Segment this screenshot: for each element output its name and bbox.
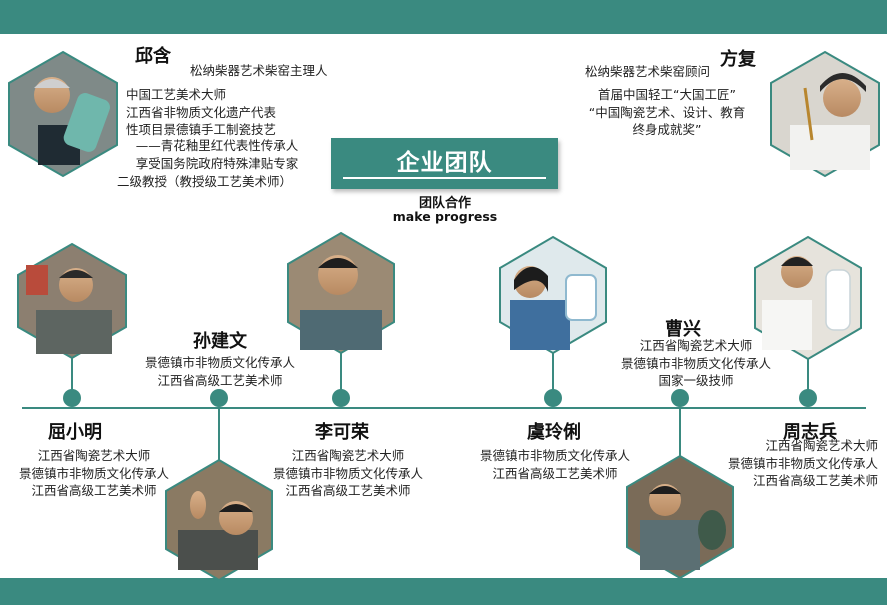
member-name-sunjianwen: 孙建文 <box>193 331 247 352</box>
member-desc-qiuhan-2: ——青花釉里红代表性传承人 享受国务院政府特殊津贴专家 <box>115 137 319 172</box>
member-line: 景德镇市非物质文化传承人 <box>144 355 295 370</box>
member-name-yulingli: 虞玲俐 <box>527 422 581 443</box>
portrait-quxiaoming <box>17 242 127 360</box>
member-name-qiuhan: 邱含 <box>135 46 171 67</box>
subtitle-en: make progress <box>392 209 498 224</box>
timeline-dot-caoxing <box>671 389 689 407</box>
member-name-caoxing: 曹兴 <box>665 319 701 340</box>
portrait-zhouzhibing <box>754 235 862 361</box>
member-desc-qiuhan: 中国工艺美术大师 江西省非物质文化遗产代表 性项目景德镇手工制瓷技艺 <box>126 86 276 139</box>
member-line: 江西省陶瓷艺术大师 <box>639 338 753 353</box>
portrait-qiuhan <box>8 50 118 178</box>
member-line: 景德镇市非物质文化传承人 <box>620 355 771 371</box>
page-title: 企业团队 <box>396 150 493 176</box>
member-line: ——青花釉里红代表性传承人 <box>135 138 299 153</box>
member-line: 景德镇市非物质文化传承人 <box>18 465 169 481</box>
member-name-likerong: 李可荣 <box>315 422 369 443</box>
member-line: “中国陶瓷艺术、设计、教育 <box>588 104 746 120</box>
member-desc-sunjianwen: 景德镇市非物质文化传承人 江西省高级工艺美术师 <box>130 354 310 389</box>
timeline-dot-likerong <box>332 389 350 407</box>
member-line: 江西省高级工艺美术师 <box>31 483 157 498</box>
title-panel: 企业团队 <box>331 138 558 189</box>
member-line: 江西省高级工艺美术师 <box>285 483 411 498</box>
portrait-yulingli <box>499 235 607 355</box>
member-line: 江西省高级工艺美术师 <box>492 465 618 481</box>
member-line: 景德镇市非物质文化传承人 <box>272 465 423 481</box>
timeline-dot-yulingli <box>544 389 562 407</box>
timeline-dot-sunjianwen <box>210 389 228 407</box>
member-line: 江西省陶瓷艺术大师 <box>291 448 405 463</box>
member-line: 二级教授（教授级工艺美术师） <box>117 174 293 189</box>
member-line: 景德镇市非物质文化传承人 <box>727 455 878 471</box>
member-line: 江西省非物质文化遗产代表 <box>126 104 277 120</box>
timeline-dot-zhouzhibing <box>799 389 817 407</box>
bottom-banner <box>0 578 887 605</box>
member-line: 国家一级技师 <box>658 373 734 388</box>
member-desc-caoxing: 江西省陶瓷艺术大师 景德镇市非物质文化传承人 国家一级技师 <box>605 337 787 390</box>
member-desc-yulingli: 景德镇市非物质文化传承人 江西省高级工艺美术师 <box>465 447 645 482</box>
title-underline <box>343 177 546 179</box>
timeline-dot-quxiaoming <box>63 389 81 407</box>
portrait-likerong <box>287 231 395 355</box>
member-line: 松纳柴器艺术柴窑顾问 <box>584 64 710 79</box>
member-name-fangfu: 方复 <box>720 49 756 70</box>
subtitle-cn: 团队合作 <box>418 196 471 211</box>
member-line: 江西省陶瓷艺术大师 <box>765 438 878 453</box>
member-line: 性项目景德镇手工制瓷技艺 <box>126 122 277 137</box>
portrait-sunjianwen <box>165 458 273 582</box>
member-line: 江西省高级工艺美术师 <box>752 473 878 488</box>
member-name-quxiaoming: 屈小明 <box>48 422 102 443</box>
member-line: 中国工艺美术大师 <box>126 87 227 102</box>
member-line: 享受国务院政府特殊津贴专家 <box>135 155 299 171</box>
member-name-zhouzhibing: 周志兵 <box>783 422 837 443</box>
member-desc-zhouzhibing: 江西省陶瓷艺术大师 景德镇市非物质文化传承人 江西省高级工艺美术师 <box>696 437 878 490</box>
member-line: 江西省陶瓷艺术大师 <box>37 448 151 463</box>
portrait-caoxing <box>626 454 734 580</box>
portrait-fangfu <box>770 50 880 178</box>
member-line: 景德镇市非物质文化传承人 <box>479 448 630 463</box>
member-line: 江西省高级工艺美术师 <box>157 372 283 388</box>
member-line: 终身成就奖” <box>632 122 702 137</box>
member-desc-likerong: 江西省陶瓷艺术大师 景德镇市非物质文化传承人 江西省高级工艺美术师 <box>258 447 438 500</box>
member-desc-fangfu: 首届中国轻工“大国工匠” “中国陶瓷艺术、设计、教育 终身成就奖” <box>574 86 760 139</box>
top-banner <box>0 0 887 34</box>
member-line: 首届中国轻工“大国工匠” <box>598 87 736 102</box>
member-desc-quxiaoming: 江西省陶瓷艺术大师 景德镇市非物质文化传承人 江西省高级工艺美术师 <box>4 447 184 500</box>
member-line: 松纳柴器艺术柴窑主理人 <box>190 63 328 78</box>
